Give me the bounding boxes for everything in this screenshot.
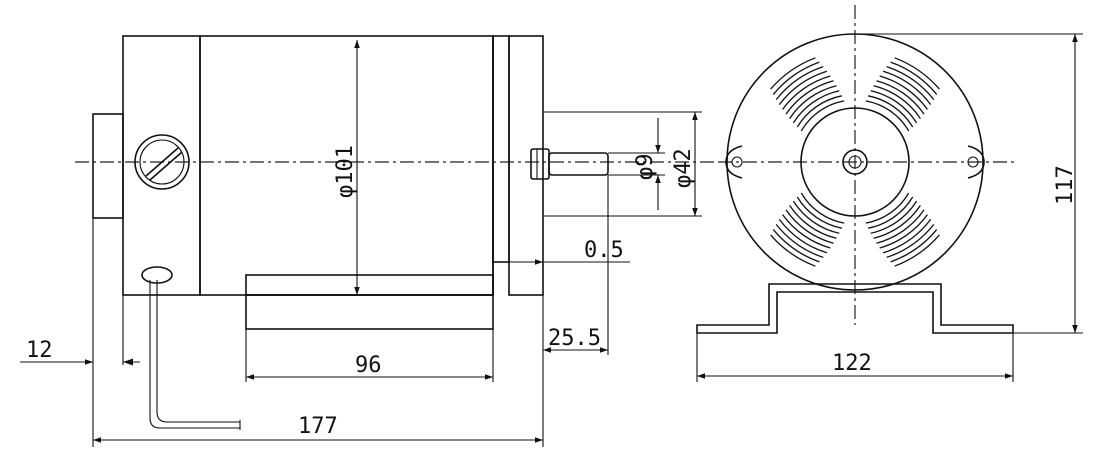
base-plate: [245, 294, 494, 330]
grill-slot: [792, 90, 840, 124]
dim-overall-height: 117: [1053, 165, 1078, 205]
shaft-end: [842, 149, 868, 175]
grill-slot: [782, 75, 831, 110]
grill-slot: [876, 209, 925, 244]
front-view: 117 122: [696, 5, 1083, 382]
grill-slot: [879, 75, 928, 110]
mounting-lug-right: [967, 145, 985, 179]
grill-slot: [865, 100, 910, 132]
grill-slot: [894, 234, 940, 267]
dim-body-diameter: φ101: [333, 145, 358, 198]
grill-slot: [890, 61, 938, 95]
rear-cap: [92, 113, 124, 219]
grill-slot: [890, 229, 938, 263]
grill-slot: [886, 65, 935, 101]
dim-shaft-diameter: φ9: [633, 154, 658, 181]
grill-slot: [867, 95, 914, 128]
grill-slot: [792, 200, 840, 234]
grill-slot: [876, 80, 925, 115]
grill-slot: [772, 229, 820, 263]
grill-slot: [873, 85, 921, 119]
grill-slot: [775, 65, 824, 101]
grill-slot: [873, 205, 921, 239]
grill-slot: [782, 214, 831, 249]
grill-slot: [865, 192, 910, 224]
grill-slot: [800, 192, 845, 224]
front-cap: [508, 35, 544, 296]
shaft: [530, 148, 609, 180]
terminal-screw-icon: [134, 134, 190, 190]
front-flange: [492, 35, 510, 263]
dim-base-width: 122: [832, 351, 872, 376]
grill-slot: [800, 100, 845, 132]
grill-slot: [772, 61, 820, 95]
hub-ring: [800, 107, 910, 217]
grill-slot: [770, 234, 816, 267]
side-view: φ101 12 96 177 25.5 0.5 φ9: [20, 35, 715, 447]
dim-flange-gap: 0.5: [584, 238, 624, 263]
dim-shaft-extension: 25.5: [548, 326, 601, 351]
base-bracket: [696, 283, 1014, 334]
mounting-lug-left: [725, 145, 743, 179]
grill-slot: [778, 70, 828, 105]
grill-slot: [796, 196, 843, 229]
grill-slot: [785, 209, 834, 244]
grill-slot: [870, 90, 918, 124]
cable-leads: [141, 266, 241, 430]
grill-slot: [775, 223, 824, 259]
dim-rear-cap: 12: [26, 338, 53, 363]
mounting-foot: [245, 274, 494, 296]
grill-slot: [882, 70, 932, 105]
grill-slot: [778, 219, 828, 254]
grill-slot: [867, 196, 914, 229]
grill-slot: [789, 85, 837, 119]
dim-body-length: 96: [355, 353, 382, 378]
grill-slot: [879, 214, 928, 249]
grill-slot: [894, 57, 940, 90]
grill-slot: [770, 57, 816, 90]
ventilation-grill: [770, 57, 940, 267]
grill-slot: [789, 205, 837, 239]
grill-slot: [785, 80, 834, 115]
grill-slot: [870, 200, 918, 234]
grill-slot: [796, 95, 843, 128]
grill-slot: [882, 219, 932, 254]
dim-pilot-diameter: φ42: [671, 148, 696, 188]
dim-overall-length: 177: [298, 414, 338, 439]
grill-slot: [886, 223, 935, 259]
